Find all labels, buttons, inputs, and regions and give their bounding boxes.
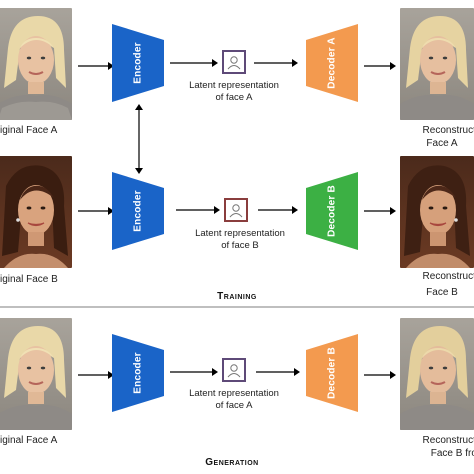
generation-latent-caption-line1: Latent representation xyxy=(189,388,279,399)
generated-face-image xyxy=(400,318,474,430)
arrow-gen-encoder-to-latent xyxy=(170,368,218,376)
generated-face-caption-line2: Face B from xyxy=(430,448,474,459)
generation-encoder-label: Encoder xyxy=(132,352,144,394)
latent-b-caption-line2: of face B xyxy=(221,240,259,251)
generation-latent-icon xyxy=(222,358,246,382)
original-face-a-image xyxy=(0,8,72,120)
reconstructed-face-a-caption: Reconstructe Face A xyxy=(412,124,474,150)
encoder-a-label: Encoder xyxy=(132,42,144,84)
latent-b-icon xyxy=(224,198,248,222)
reconstructed-face-a-image xyxy=(400,8,474,120)
decoder-a-label: Decoder A xyxy=(326,37,338,89)
arrow-encoder-b-to-latent-b xyxy=(176,206,220,214)
original-face-b-caption: iginal Face B xyxy=(0,274,58,285)
latent-a-icon xyxy=(222,50,246,74)
generated-face-caption: Reconstructe Face B from xyxy=(412,434,474,460)
arrow-latent-b-to-decoder-b xyxy=(258,206,298,214)
reconstructed-face-a-caption-line2: Face A xyxy=(426,138,458,149)
decoder-b-label: Decoder B xyxy=(326,185,338,237)
encoder-a-block: Encoder xyxy=(112,24,164,102)
reconstructed-face-a-caption-line1: Reconstructe xyxy=(422,125,474,136)
arrow-gen-input-to-encoder xyxy=(78,371,114,379)
generation-latent-caption-line2: of face A xyxy=(215,400,253,411)
latent-b-caption: Latent representation of face B xyxy=(160,228,320,252)
arrow-latent-a-to-decoder-a xyxy=(254,59,298,67)
latent-a-caption: Latent representation of face A xyxy=(154,80,314,104)
arrow-input-to-encoder-a xyxy=(78,62,114,70)
reconstructed-face-b-caption-line2: Face B xyxy=(426,287,458,298)
encoder-b-label: Encoder xyxy=(132,190,144,232)
generation-decoder-b-label: Decoder B xyxy=(326,347,338,399)
encoder-b-block: Encoder xyxy=(112,172,164,250)
generated-face-caption-line1: Reconstructe xyxy=(422,435,474,446)
reconstructed-face-b-image xyxy=(400,156,474,268)
decoder-b-block: Decoder B xyxy=(306,172,358,250)
reconstructed-face-b-caption: Reconstructe Face B xyxy=(412,270,474,299)
arrow-decoder-a-to-output xyxy=(364,62,396,70)
latent-a-caption-line2: of face A xyxy=(215,92,253,103)
arrow-gen-decoder-to-output xyxy=(364,371,396,379)
arrow-decoder-b-to-output xyxy=(364,207,396,215)
generation-decoder-b-block: Decoder B xyxy=(306,334,358,412)
generation-input-face-a-image xyxy=(0,318,72,430)
latent-a-caption-line1: Latent representation xyxy=(189,80,279,91)
arrow-encoder-a-to-latent-a xyxy=(170,59,218,67)
training-section-title: Training xyxy=(217,291,257,302)
generation-section-title: Generation xyxy=(205,457,259,468)
original-face-b-image xyxy=(0,156,72,268)
shared-encoder-double-arrow xyxy=(135,104,143,174)
arrow-input-to-encoder-b xyxy=(78,207,114,215)
latent-b-caption-line1: Latent representation xyxy=(195,228,285,239)
decoder-a-block: Decoder A xyxy=(306,24,358,102)
original-face-a-caption: iginal Face A xyxy=(0,125,58,136)
reconstructed-face-b-caption-line1: Reconstructe xyxy=(422,271,474,282)
section-divider xyxy=(0,306,474,308)
generation-latent-caption: Latent representation of face A xyxy=(154,388,314,412)
generation-encoder-block: Encoder xyxy=(112,334,164,412)
arrow-gen-latent-to-decoder xyxy=(256,368,300,376)
generation-input-caption: iginal Face A xyxy=(0,435,58,446)
